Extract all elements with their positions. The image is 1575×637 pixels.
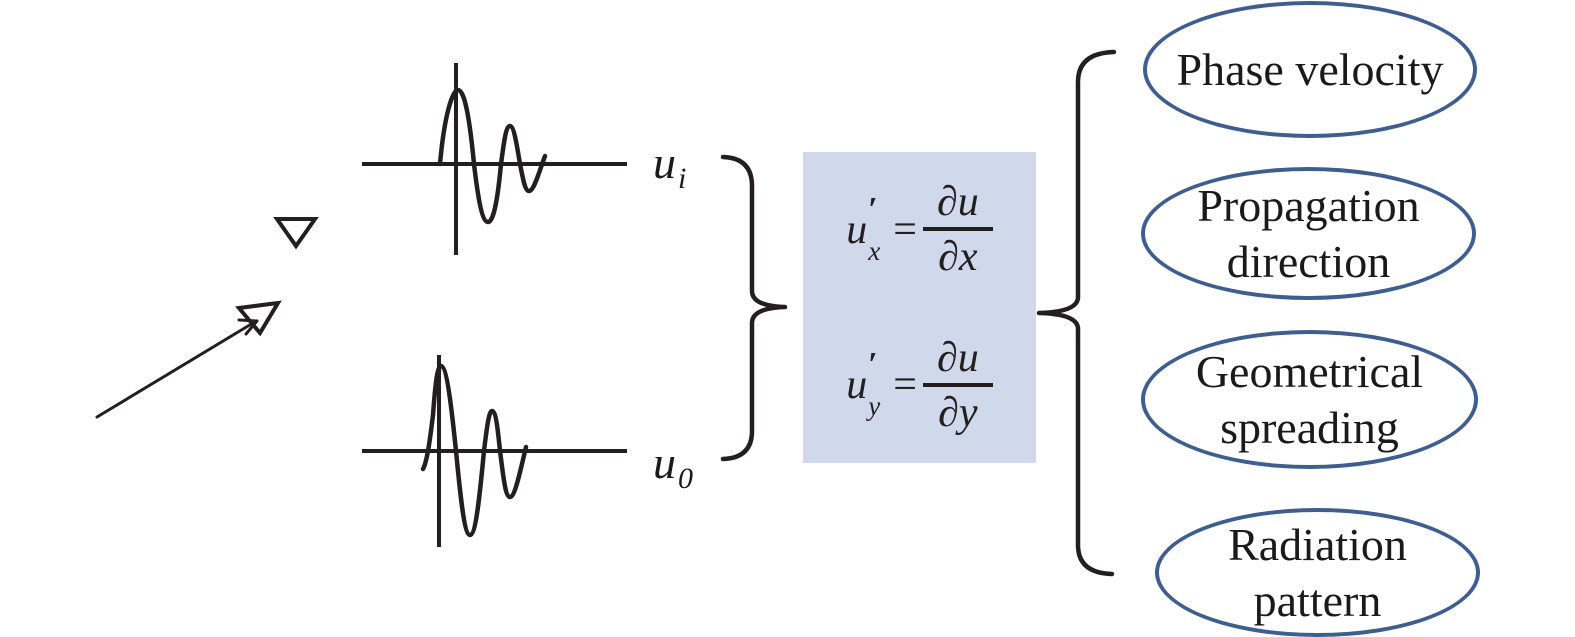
outcome-phase-velocity-line1: Phase velocity xyxy=(1176,43,1444,95)
equation-ux-numerator: ∂u xyxy=(922,181,993,232)
outcome-geometrical-spreading: Geometrical spreading xyxy=(1141,330,1478,469)
outcome-geometrical-spreading-line2: spreading xyxy=(1220,401,1399,453)
equation-ux-sub: x xyxy=(868,235,881,266)
trace-label-u0-base: u xyxy=(653,437,676,488)
geophone-bottom-icon xyxy=(235,300,282,337)
equation-uy-prime: ′ xyxy=(868,346,878,384)
outcome-radiation-pattern: Radiation pattern xyxy=(1155,508,1480,637)
outcome-geometrical-spreading-line1: Geometrical xyxy=(1195,345,1424,397)
geophone-top-icon xyxy=(273,217,319,250)
equation-uy-sub: y xyxy=(868,391,881,422)
equation-ux-lhs: u′ x xyxy=(846,192,891,264)
trace-top-wavelet xyxy=(437,87,548,225)
equation-uy-base: u xyxy=(846,362,868,409)
equation-uy-numerator: ∂u xyxy=(922,337,993,387)
trace-label-u0-sub: 0 xyxy=(678,462,693,495)
equation-ux-fraction: ∂u ∂x xyxy=(922,181,993,281)
outcome-radiation-pattern-line1: Radiation xyxy=(1228,518,1407,570)
equation-uy-lhs: u′ y xyxy=(846,348,891,420)
traces-brace xyxy=(720,154,788,462)
trace-label-u0: u0 xyxy=(653,440,693,494)
equation-ux: u′ x = ∂u ∂x xyxy=(846,181,993,281)
equation-ux-base: u xyxy=(846,206,868,253)
outcome-propagation-direction: Propagation direction xyxy=(1141,167,1476,300)
incident-wave-arrow xyxy=(95,321,255,419)
outcome-phase-velocity: Phase velocity xyxy=(1143,1,1477,138)
equation-ux-prime: ′ xyxy=(868,190,878,228)
trace-label-ui-base: u xyxy=(653,137,676,188)
trace-label-ui-sub: i xyxy=(678,162,687,195)
trace-bottom-wavelet xyxy=(420,363,529,538)
equation-ux-equals: = xyxy=(893,206,917,253)
trace-label-ui: ui xyxy=(653,140,686,194)
equation-ux-denominator: ∂x xyxy=(938,234,978,281)
outcome-propagation-direction-line2: direction xyxy=(1226,235,1391,287)
outcome-radiation-pattern-line2: pattern xyxy=(1253,574,1382,626)
equation-uy-denominator: ∂y xyxy=(938,389,978,436)
outcomes-brace xyxy=(1036,49,1117,577)
gradient-equation-box: u′x = ∂u ∂x u′y = ∂u ∂y xyxy=(803,152,1036,463)
equation-uy-equals: = xyxy=(893,362,917,409)
equation-uy-fraction: ∂u ∂y xyxy=(922,337,993,436)
outcome-propagation-direction-line1: Propagation xyxy=(1197,179,1420,231)
equation-uy: u′ y = ∂u ∂y xyxy=(846,337,993,436)
